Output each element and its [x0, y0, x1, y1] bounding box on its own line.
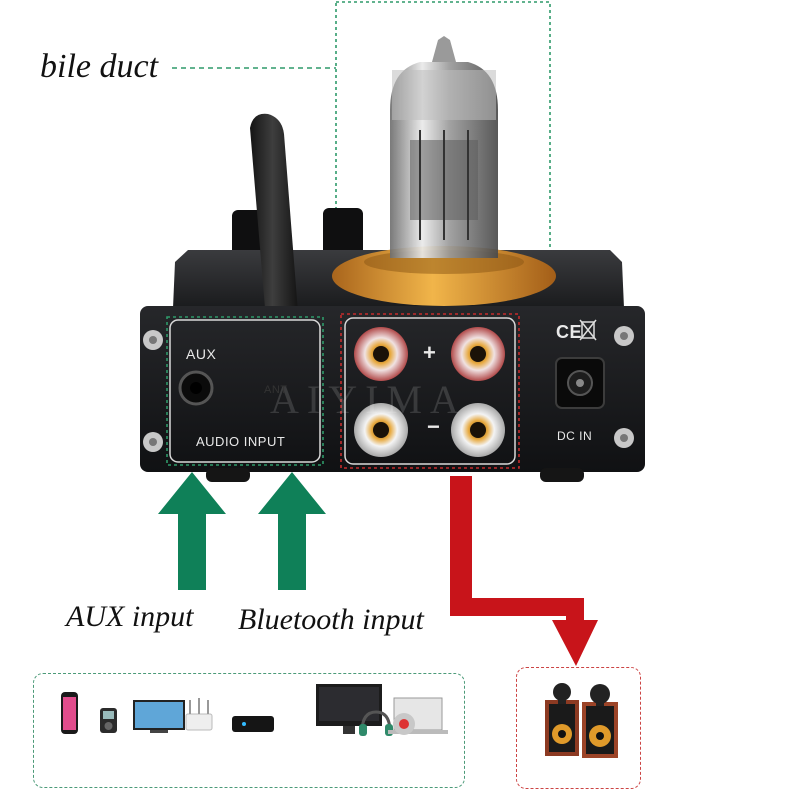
- mp3-player-icon: [100, 708, 117, 733]
- aux-label: AUX: [186, 346, 217, 362]
- router-icon: [185, 698, 213, 731]
- speaker-right: [582, 684, 618, 758]
- ce-mark: CE: [556, 322, 583, 342]
- speaker-terminal-frame: [344, 317, 516, 465]
- speaker-left: [545, 683, 579, 756]
- output-highlight-box: [340, 313, 520, 469]
- tv-icon: [133, 700, 185, 733]
- dc-in-label: DC IN: [557, 429, 593, 443]
- source-devices-box: [33, 673, 465, 788]
- input-section-frame: [169, 319, 321, 463]
- bookshelf-speakers: [545, 683, 618, 758]
- speakers-box: [516, 667, 641, 789]
- vacuum-tube: [390, 36, 498, 258]
- aux-input-callout: AUX input: [66, 600, 194, 633]
- speaker-icon: [393, 713, 415, 735]
- source-devices-row: [61, 684, 448, 736]
- smartphone-icon: [61, 692, 78, 734]
- watermark: AIYIMA: [270, 377, 467, 422]
- negative-terminal-label: −: [427, 414, 441, 439]
- positive-terminal-label: +: [423, 340, 437, 365]
- bluetooth-input-callout: Bluetooth input: [238, 603, 424, 636]
- monitor-icon: [316, 684, 382, 734]
- weee-symbol: [581, 321, 595, 339]
- aux-input-arrow: [158, 472, 226, 590]
- tone-knob: [323, 208, 363, 258]
- bile-duct-callout: bile duct: [40, 48, 159, 85]
- audio-input-label: AUDIO INPUT: [196, 434, 286, 449]
- bluetooth-input-arrow: [258, 472, 326, 590]
- ant-label: ANT: [264, 384, 288, 396]
- media-box-icon: [232, 716, 274, 732]
- speaker-output-arrow: [450, 476, 598, 666]
- input-highlight-box: [166, 316, 324, 466]
- volume-knob: [232, 210, 266, 256]
